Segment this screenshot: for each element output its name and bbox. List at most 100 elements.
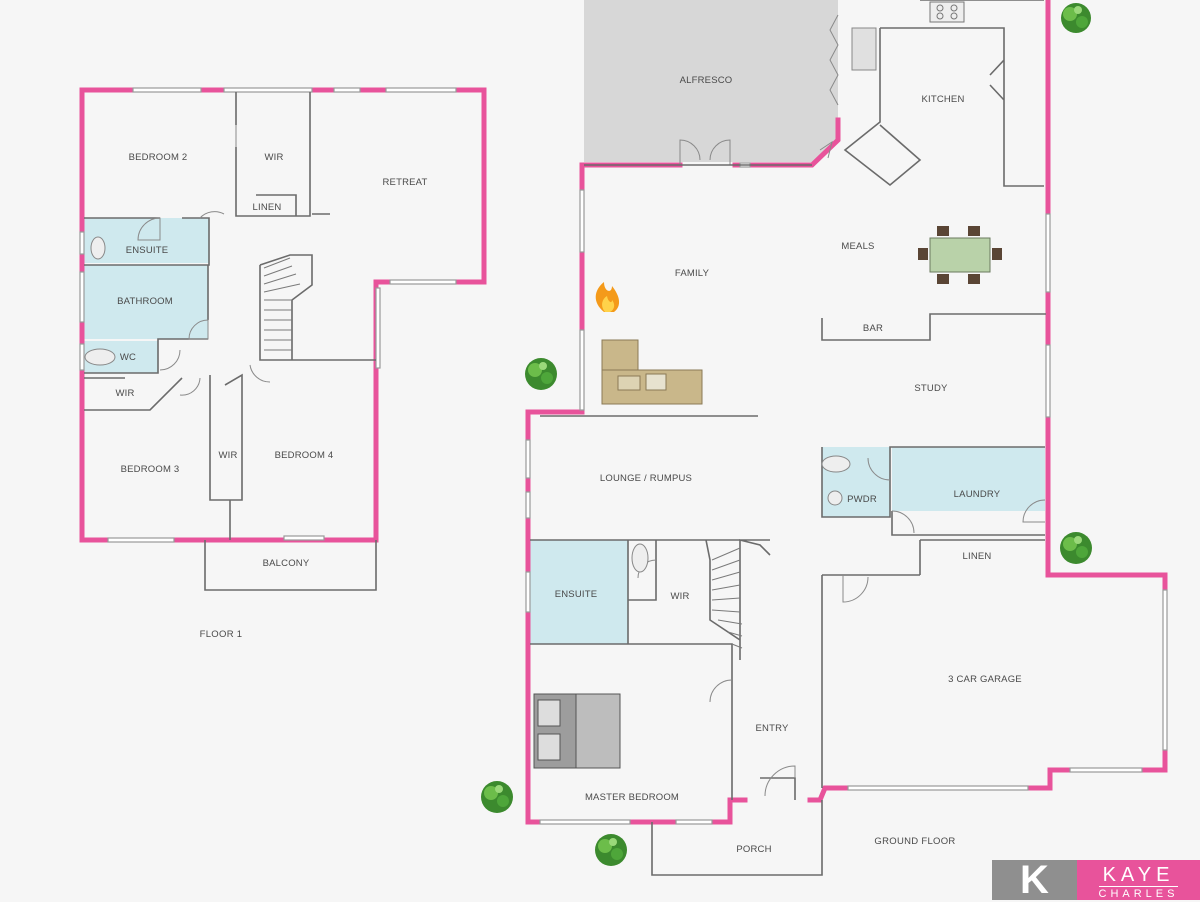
fireplace-icon bbox=[595, 282, 620, 312]
window bbox=[539, 819, 631, 825]
ground-exterior-wall-right bbox=[1045, 0, 1168, 773]
window bbox=[385, 87, 457, 93]
balcony-outline bbox=[204, 540, 377, 591]
door-swing bbox=[188, 319, 209, 340]
toilet-icon bbox=[90, 236, 106, 260]
bed-icon bbox=[533, 693, 621, 769]
window bbox=[389, 279, 457, 285]
kaye-charles-logo: K KAYE CHARLES bbox=[992, 860, 1200, 900]
alfresco-fill bbox=[584, 0, 838, 162]
logo-wordmark: KAYE CHARLES bbox=[1077, 860, 1200, 900]
floor1-exterior-wall bbox=[227, 87, 487, 543]
window bbox=[525, 439, 531, 479]
shrub-icon bbox=[1061, 3, 1091, 33]
door-swing bbox=[867, 457, 891, 481]
label-pwdr: PWDR bbox=[847, 494, 877, 505]
sink-icon bbox=[851, 27, 877, 71]
window bbox=[375, 287, 381, 369]
floor1-interior-walls bbox=[84, 92, 376, 540]
alfresco-door bbox=[679, 139, 731, 165]
balcony-door bbox=[283, 535, 325, 541]
door-swing bbox=[159, 349, 181, 371]
label-meals: MEALS bbox=[841, 241, 874, 252]
label-wir-mid: WIR bbox=[218, 450, 237, 461]
ensuite-fill-ground bbox=[530, 540, 628, 644]
window bbox=[847, 785, 1029, 791]
door-swing bbox=[709, 679, 733, 703]
label-wc: WC bbox=[120, 352, 136, 363]
cooktop-burner bbox=[950, 4, 958, 12]
shrub-icon bbox=[1060, 532, 1092, 564]
window bbox=[1069, 767, 1143, 773]
window bbox=[223, 87, 313, 93]
label-linen-ground: LINEN bbox=[963, 551, 992, 562]
ground-floor-title: GROUND FLOOR bbox=[874, 836, 955, 847]
stairs-ground bbox=[711, 547, 743, 649]
floor-1-title: FLOOR 1 bbox=[200, 629, 243, 640]
logo-brand: KAYE bbox=[1102, 864, 1175, 886]
door-swing bbox=[842, 575, 869, 603]
kitchen-walls bbox=[843, 0, 1044, 187]
label-porch: PORCH bbox=[736, 844, 771, 855]
laundry-fill bbox=[892, 447, 1045, 511]
label-3-car-garage: 3 CAR GARAGE bbox=[948, 674, 1022, 685]
stairs-floor1 bbox=[263, 257, 301, 351]
label-balcony: BALCONY bbox=[263, 558, 310, 569]
logo-k-letter: K bbox=[1020, 858, 1049, 902]
logo-mark: K bbox=[992, 860, 1077, 900]
label-wir-ground: WIR bbox=[670, 591, 689, 602]
window bbox=[333, 87, 361, 93]
shrub-icon bbox=[481, 781, 513, 813]
window bbox=[1162, 589, 1168, 751]
label-bathroom: BATHROOM bbox=[117, 296, 173, 307]
door-swing bbox=[249, 364, 271, 383]
label-ensuite-floor1: ENSUITE bbox=[126, 245, 169, 256]
door-swing bbox=[199, 211, 225, 219]
ground-exterior-wall-garage bbox=[807, 767, 1168, 803]
cooktop-burner bbox=[950, 12, 958, 20]
cooktop-burner bbox=[936, 4, 944, 12]
window bbox=[1045, 213, 1051, 293]
toilet-icon bbox=[821, 455, 851, 473]
window bbox=[107, 537, 175, 543]
window bbox=[132, 87, 202, 93]
shrub-icon bbox=[525, 358, 557, 390]
label-bar: BAR bbox=[863, 323, 883, 334]
toilet-icon bbox=[631, 543, 649, 573]
window bbox=[579, 189, 585, 253]
door-swing bbox=[1022, 499, 1046, 523]
label-retreat: RETREAT bbox=[382, 177, 427, 188]
window bbox=[525, 571, 531, 613]
door-swing bbox=[891, 510, 915, 534]
label-study: STUDY bbox=[914, 383, 948, 394]
label-wir-left: WIR bbox=[115, 388, 134, 399]
window bbox=[79, 271, 85, 323]
dining-table-icon bbox=[918, 226, 1002, 284]
cooktop-icon bbox=[929, 1, 965, 23]
window bbox=[1045, 344, 1051, 418]
toilet-icon bbox=[84, 348, 116, 366]
bathroom-fill bbox=[84, 265, 208, 339]
label-laundry: LAUNDRY bbox=[954, 489, 1001, 500]
shrub-icon bbox=[595, 834, 627, 866]
door-swing bbox=[764, 765, 796, 797]
label-ensuite-ground: ENSUITE bbox=[555, 589, 598, 600]
ground-floor-plan: ALFRESCO KITCHEN FAMILY MEALS BAR STUDY … bbox=[525, 0, 1168, 876]
label-alfresco: ALFRESCO bbox=[680, 75, 733, 86]
cooktop-burner bbox=[936, 12, 944, 20]
window bbox=[525, 491, 531, 519]
porch-outline bbox=[651, 800, 823, 876]
window bbox=[579, 329, 585, 411]
label-family: FAMILY bbox=[675, 268, 710, 279]
label-kitchen: KITCHEN bbox=[921, 94, 964, 105]
label-bedroom-2: BEDROOM 2 bbox=[129, 152, 188, 163]
label-entry: ENTRY bbox=[755, 723, 788, 734]
alfresco-bifold bbox=[819, 14, 839, 159]
window bbox=[675, 819, 713, 825]
door-swing bbox=[137, 217, 161, 241]
logo-brand-sub: CHARLES bbox=[1098, 886, 1179, 900]
basin-icon bbox=[827, 490, 843, 506]
label-bedroom-4: BEDROOM 4 bbox=[275, 450, 334, 461]
label-master-bedroom: MASTER BEDROOM bbox=[585, 792, 679, 803]
